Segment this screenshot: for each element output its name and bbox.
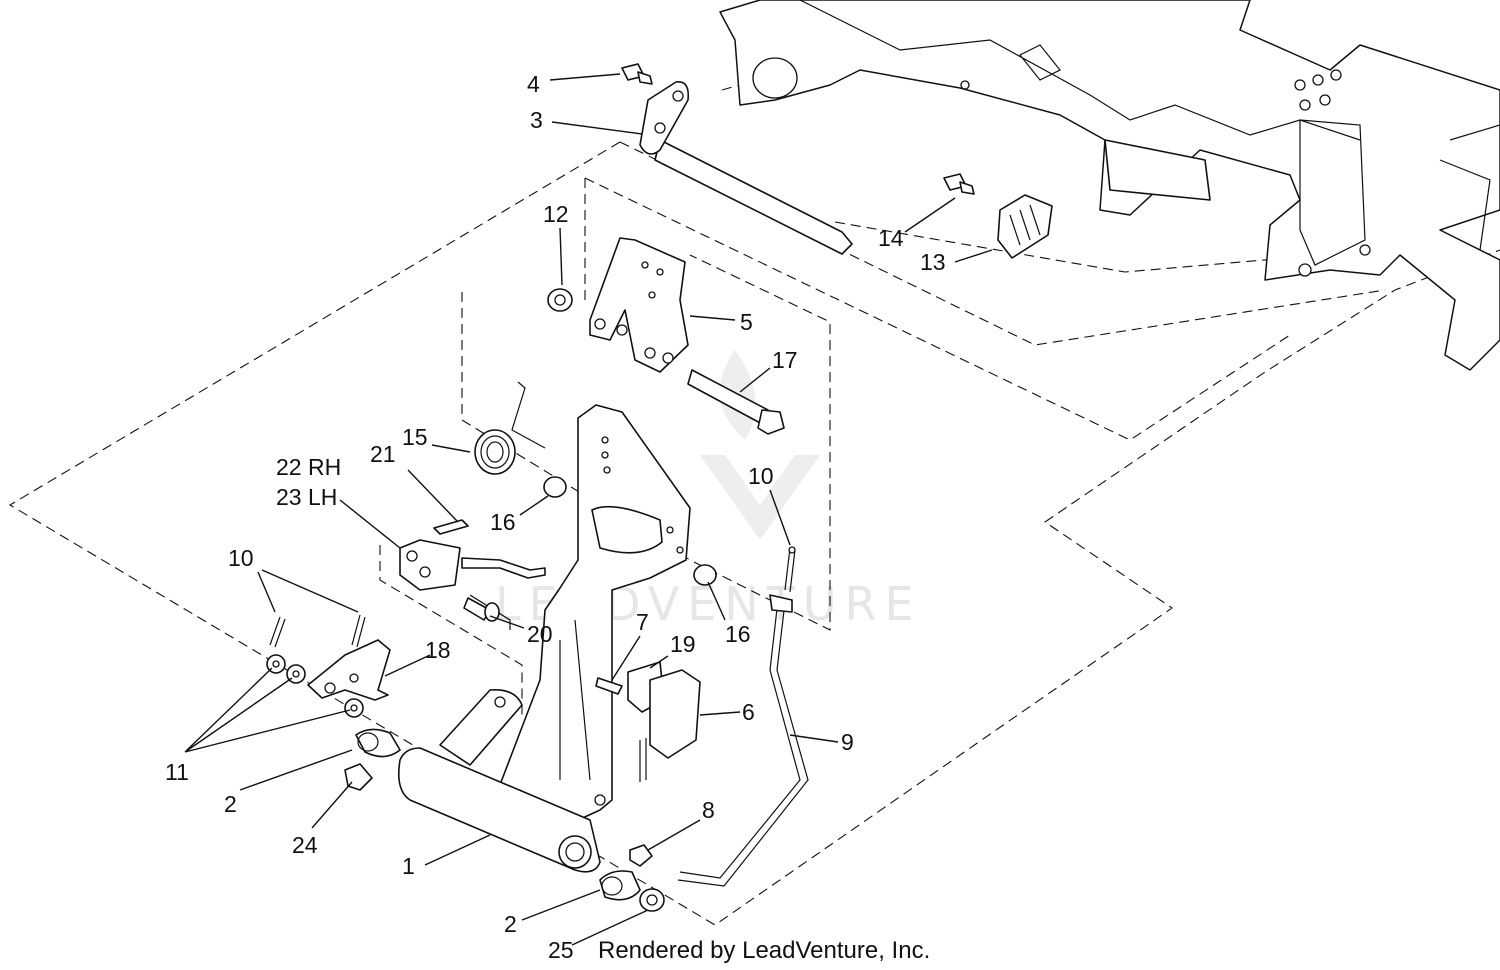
pin-part-20 <box>463 597 500 622</box>
mounting-bracket-part-5 <box>589 237 689 373</box>
pedal-arm <box>497 404 691 833</box>
callout-22-rh: 22 RH <box>276 454 341 480</box>
grease-fitting-part-24 <box>344 763 373 791</box>
clevis-part-22-23 <box>399 539 461 591</box>
switch-part-6 <box>639 669 701 782</box>
pivot-shaft-part-3 <box>639 81 853 255</box>
callout-17: 17 <box>772 347 798 373</box>
callout-10-left: 10 <box>228 545 254 571</box>
washer-part-25 <box>639 888 665 912</box>
pedal-pad-part-13 <box>997 194 1053 259</box>
boundary-dashed-pedal-box <box>461 178 831 631</box>
boundary-dashed-inner-top <box>584 177 1291 441</box>
bushing-part-16-upper <box>543 476 567 498</box>
bushing-part-2-lower <box>599 870 641 901</box>
callout-1: 1 <box>402 853 415 879</box>
callout-8: 8 <box>702 797 715 823</box>
callout-10-right: 10 <box>748 463 774 489</box>
nut-part-12 <box>547 288 573 312</box>
callout-2-upper: 2 <box>224 791 237 817</box>
nut-part-8 <box>629 844 653 867</box>
callout-4: 4 <box>527 71 540 97</box>
callout-19: 19 <box>670 631 696 657</box>
boundary-dashed-outline <box>8 141 1500 926</box>
callout-9: 9 <box>841 729 854 755</box>
callout-23-lh: 23 LH <box>276 484 337 510</box>
bolt-part-14 <box>943 173 975 195</box>
callout-18: 18 <box>425 637 451 663</box>
pin-part-21 <box>433 519 469 535</box>
bushing-part-2-upper <box>355 728 401 758</box>
callout-25: 25 <box>548 937 574 963</box>
credit-text: Rendered by LeadVenture, Inc. <box>598 937 930 964</box>
machine-frame <box>719 0 1500 371</box>
bushing-part-16-lower <box>693 564 717 586</box>
callout-2-lower: 2 <box>504 911 517 937</box>
callout-3: 3 <box>530 107 543 133</box>
callout-21: 21 <box>370 441 396 467</box>
callout-13: 13 <box>920 249 946 275</box>
callout-labels: 4 3 12 5 17 14 13 15 21 22 RH 23 LH 16 1… <box>165 71 946 963</box>
callout-6: 6 <box>742 699 755 725</box>
callout-7: 7 <box>636 609 649 635</box>
cotter-pin-part-10-right <box>784 546 796 593</box>
cable <box>461 557 546 630</box>
link-bracket-part-18 <box>307 639 391 701</box>
callout-15: 15 <box>402 424 428 450</box>
callout-16-lower: 16 <box>725 621 751 647</box>
rod-part-9 <box>677 594 809 887</box>
callout-20: 20 <box>527 621 553 647</box>
screw-part-7 <box>595 677 623 695</box>
boundary-dashed-cable-box <box>379 545 523 720</box>
callout-12: 12 <box>543 201 569 227</box>
leader-lines <box>184 73 993 946</box>
bolt-part-17 <box>687 369 785 435</box>
callout-11: 11 <box>165 759 189 785</box>
spring-part-15 <box>474 381 546 475</box>
callout-16-upper: 16 <box>490 509 516 535</box>
bolt-part-4 <box>621 63 653 85</box>
callout-14: 14 <box>878 225 904 251</box>
cotter-pin-part-10-left <box>269 614 366 648</box>
callout-24: 24 <box>292 832 318 858</box>
watermark-logo-icon <box>700 350 820 540</box>
callout-5: 5 <box>740 309 753 335</box>
pivot-tube-part-1 <box>397 688 601 873</box>
